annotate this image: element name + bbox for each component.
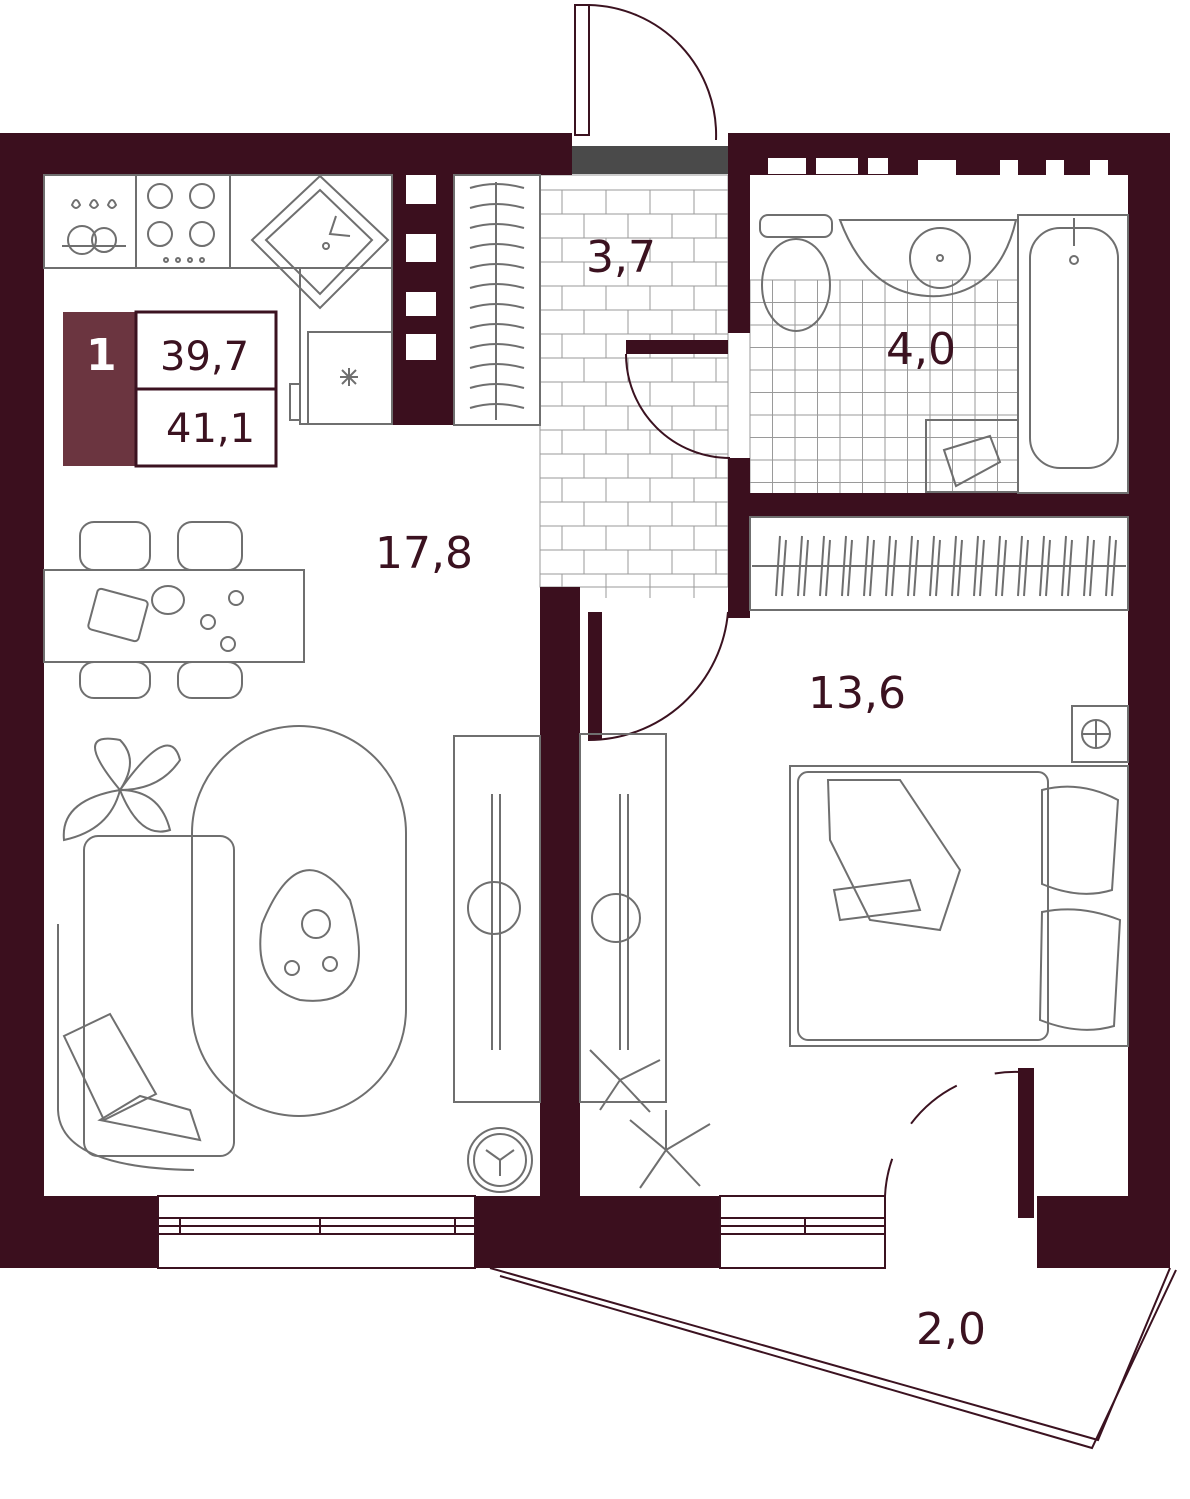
room-labels: 17,8 3,7 4,0 13,6 2,0 xyxy=(375,232,986,1355)
hanger xyxy=(469,203,525,209)
bedroom-tv xyxy=(579,733,667,1103)
total-area: 41,1 xyxy=(166,406,255,452)
hanger xyxy=(1017,535,1029,597)
plant-bedroom xyxy=(589,1049,711,1189)
dining-table xyxy=(43,521,305,699)
hanger xyxy=(973,535,985,597)
hanger xyxy=(469,403,525,409)
hallway-floor-tiles xyxy=(539,174,729,598)
hall-wardrobe xyxy=(453,174,541,426)
hanger xyxy=(1039,535,1051,597)
hanger xyxy=(929,535,941,597)
hanger xyxy=(469,323,525,329)
hanger xyxy=(841,535,853,597)
hanger xyxy=(469,343,525,349)
kitchen-living-area: 17,8 xyxy=(375,528,473,579)
hanger xyxy=(819,535,831,597)
hanger xyxy=(1061,535,1073,597)
hanger xyxy=(1105,535,1117,597)
apartment-badge: 1 39,7 41,1 xyxy=(63,310,278,468)
hall-door-bath xyxy=(625,353,731,459)
bathroom-area: 4,0 xyxy=(886,324,956,375)
hanger xyxy=(469,383,525,389)
bed xyxy=(789,765,1129,1047)
bedroom-area: 13,6 xyxy=(808,668,906,719)
hanger xyxy=(469,223,525,229)
hanger xyxy=(469,283,525,289)
dishwasher-icon xyxy=(62,199,126,255)
rooms-count: 1 xyxy=(86,330,117,381)
hanger xyxy=(995,535,1007,597)
sink-icon xyxy=(250,174,390,310)
fridge-icon xyxy=(289,331,393,425)
hanger xyxy=(469,363,525,369)
hanger xyxy=(469,243,525,249)
hanger xyxy=(907,535,919,597)
hanger xyxy=(863,535,875,597)
hanger xyxy=(469,263,525,269)
bathtub xyxy=(1017,214,1129,494)
bedroom-socket xyxy=(1071,705,1129,763)
hanger xyxy=(469,183,525,189)
hanger xyxy=(469,303,525,309)
balcony-area: 2,0 xyxy=(916,1304,986,1355)
hanger xyxy=(1083,535,1095,597)
entrance-door xyxy=(572,4,728,174)
toilet xyxy=(759,214,833,332)
tv-cabinet xyxy=(453,735,541,1193)
plant-living xyxy=(62,737,182,842)
top-vents xyxy=(768,158,1108,190)
walls xyxy=(0,133,1170,1268)
hallway-area: 3,7 xyxy=(586,232,656,283)
bedroom-wardrobe xyxy=(749,516,1129,611)
hanger xyxy=(775,535,787,597)
windows xyxy=(157,1070,1021,1269)
bedroom-door xyxy=(587,611,729,742)
hanger xyxy=(885,535,897,597)
sofa xyxy=(57,835,235,1171)
hanger xyxy=(797,535,809,597)
hanger xyxy=(951,535,963,597)
living-area: 39,7 xyxy=(160,334,249,380)
bathroom-sink xyxy=(838,219,1018,298)
rug xyxy=(191,725,407,1117)
balcony xyxy=(489,1267,1177,1450)
stove-icon xyxy=(147,183,215,263)
